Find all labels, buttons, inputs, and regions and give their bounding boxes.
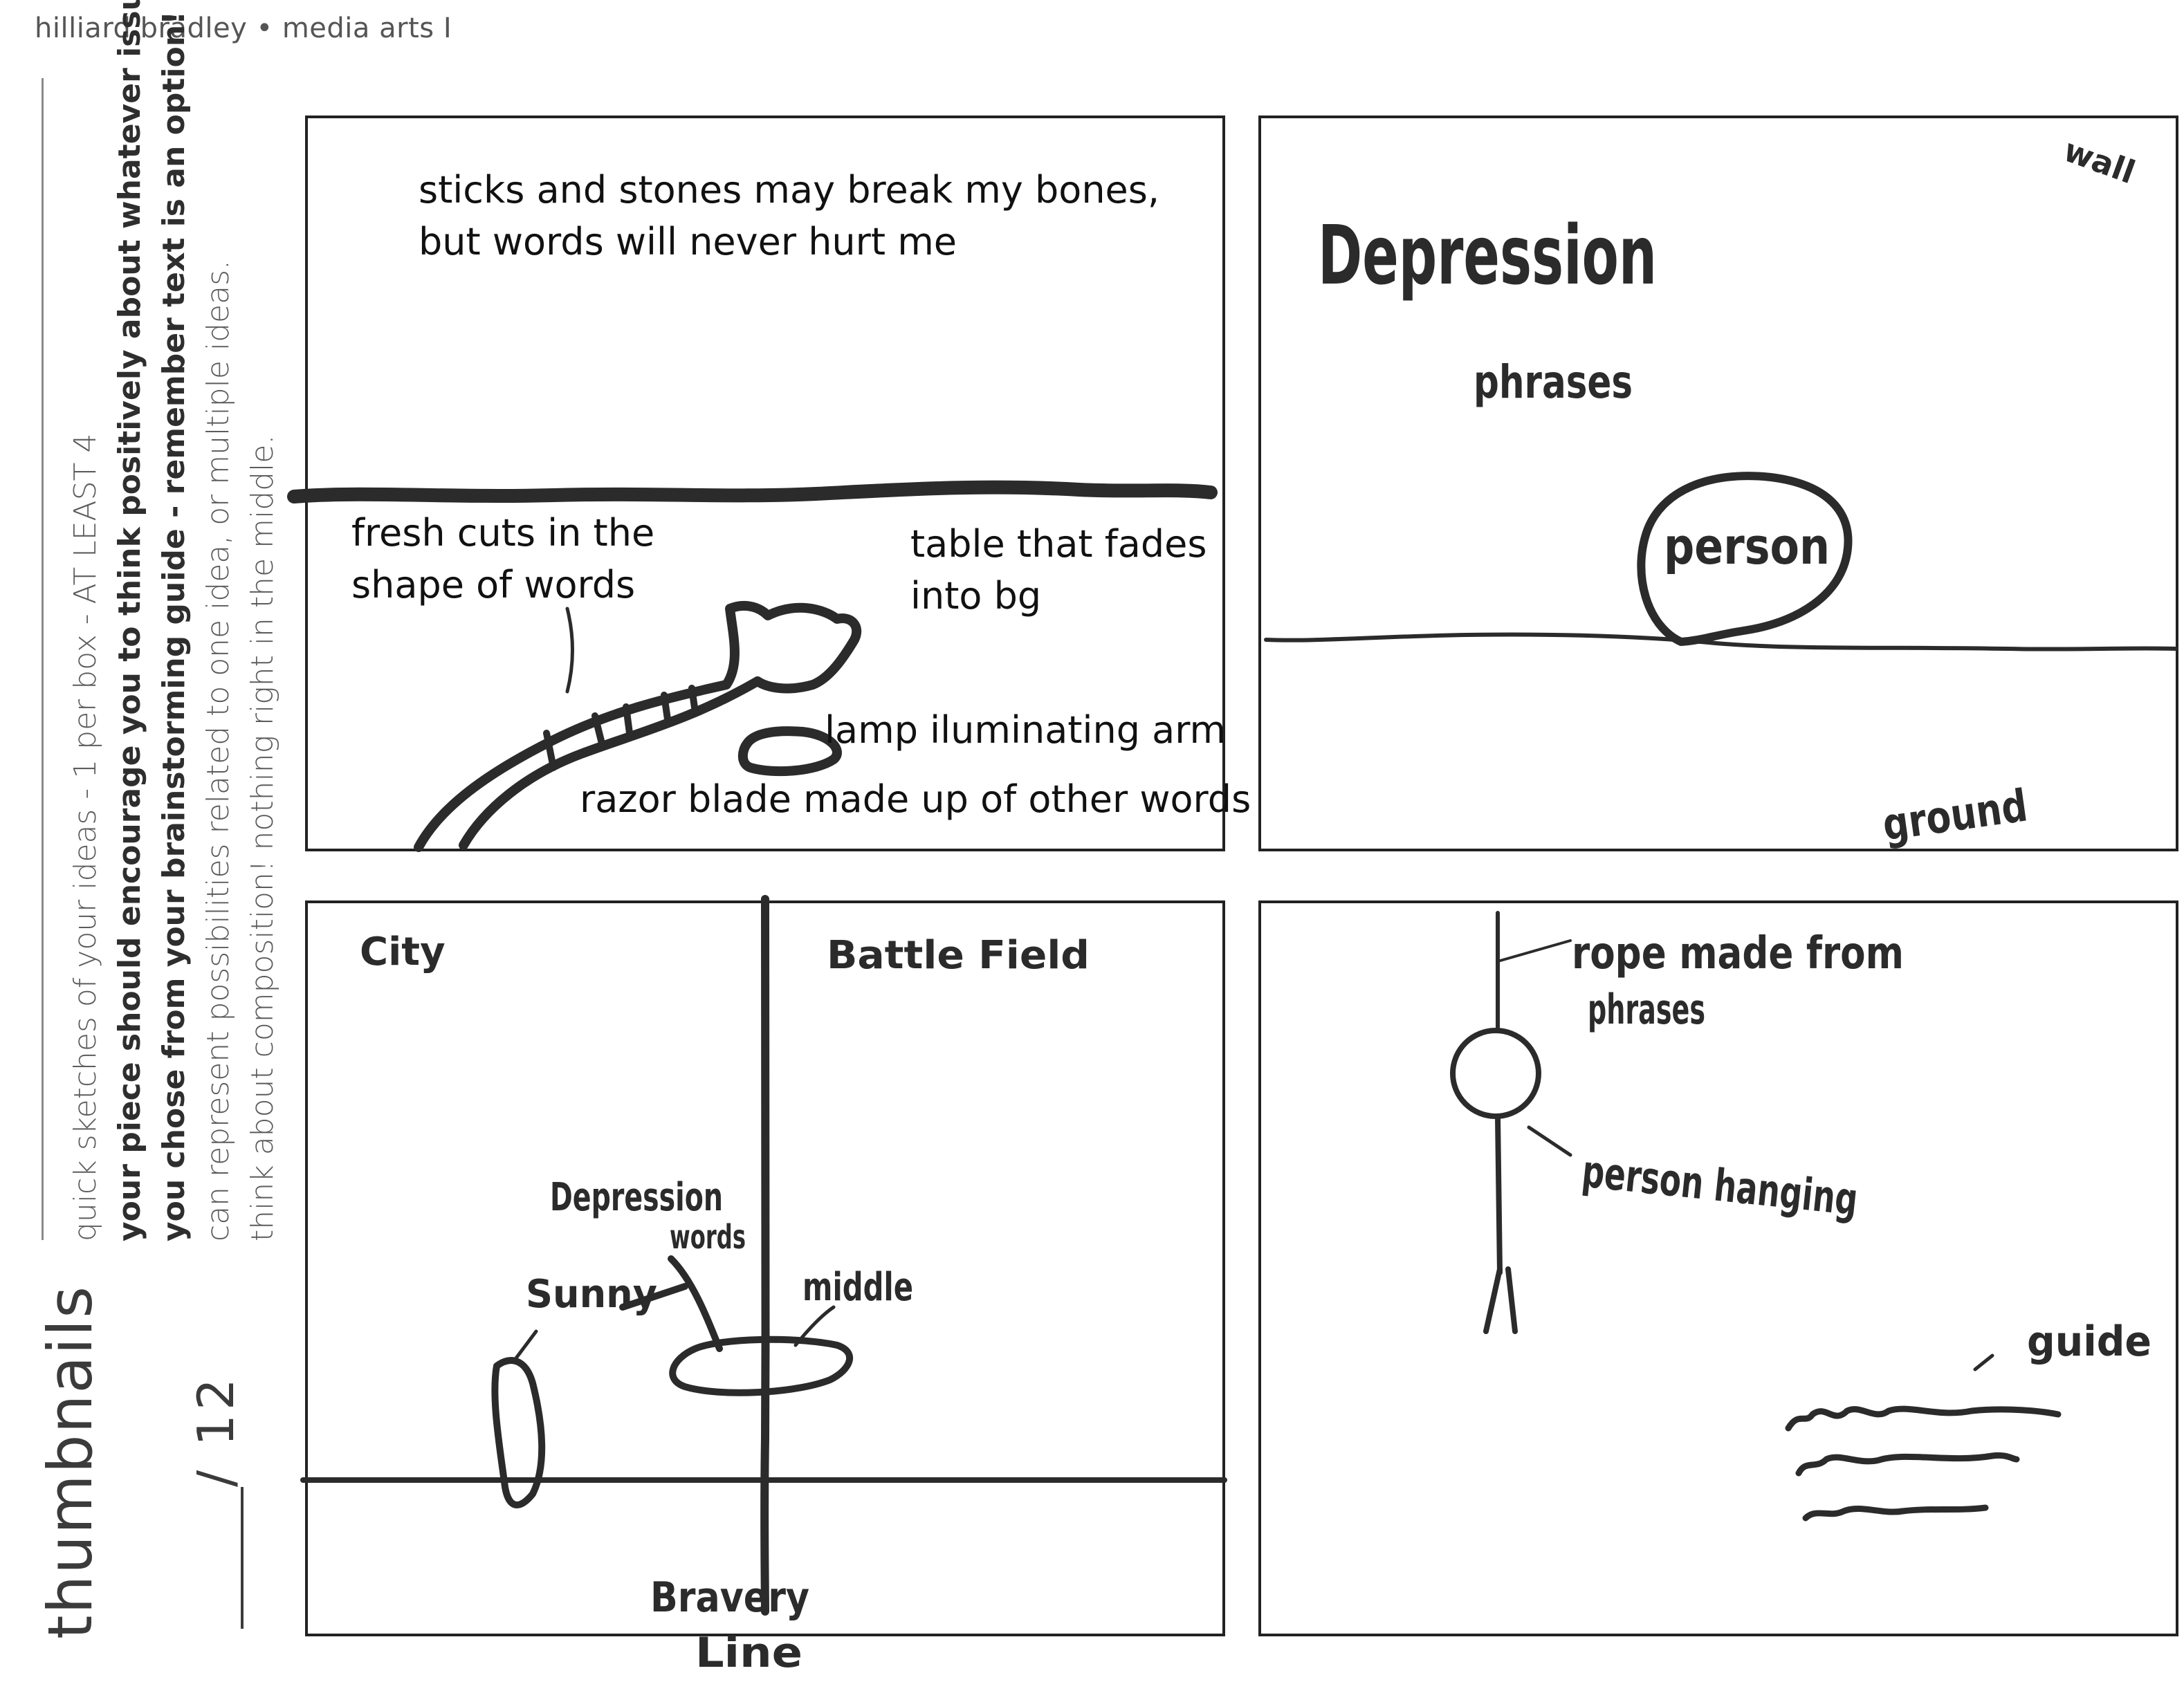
p1-quote-line-2: but words will never hurt me [419, 220, 957, 264]
rope-pointer [1496, 939, 1572, 963]
p2-depression-label: Depression [1318, 207, 1657, 303]
p3-bravery-label-2: Line [695, 1629, 802, 1677]
thumbnail-panel-4 [1258, 900, 2178, 1636]
person-body [1495, 1114, 1503, 1275]
p1-razor-label: razor blade made up of other words [580, 777, 1251, 821]
p1-cuts-line-1: fresh cuts in the [351, 511, 655, 555]
p3-city-label: City [360, 930, 446, 974]
p1-quote: sticks and stones may break my bones, bu… [419, 164, 1159, 268]
p1-cuts-line-2: shape of words [351, 563, 636, 607]
p3-words-label: words [670, 1218, 746, 1257]
person-legs [1483, 1266, 1518, 1334]
depression-pointer [668, 1255, 723, 1352]
ground-line [1264, 632, 2178, 651]
p3-sunny-label: Sunny [526, 1272, 657, 1317]
sidebar-divider [42, 78, 44, 1240]
p1-quote-line-1: sticks and stones may break my bones, [419, 168, 1160, 212]
p4-person-label: person hanging [1579, 1146, 1860, 1226]
p1-cuts-label: fresh cuts in the shape of words [351, 507, 654, 611]
p3-battle-label: Battle Field [827, 933, 1090, 978]
person-head [1450, 1028, 1541, 1119]
vertical-axis [760, 895, 770, 1616]
p4-guide-label: guide [2027, 1318, 2151, 1366]
guide-scribble-1 [1785, 1405, 2062, 1432]
p4-rope-label-2: phrases [1588, 986, 1705, 1034]
guide-scribble-3 [1802, 1504, 1989, 1522]
person-circle [1637, 472, 1853, 646]
score-blank-line [241, 1487, 244, 1629]
cuts-pointer [565, 607, 574, 694]
p2-person-label: person [1664, 517, 1830, 575]
p3-bravery-label-1: Bravery [650, 1573, 809, 1622]
p2-ground-label: ground [1880, 780, 2030, 851]
middle-pointer [793, 1305, 836, 1347]
arm-sketch-lower [459, 676, 762, 850]
p4-rope-label-1: rope made from [1572, 928, 1904, 979]
p2-wall-label: wall [2059, 131, 2140, 192]
p1-table-label: table that fades into bg [910, 518, 1207, 622]
razor-sketch [737, 726, 842, 777]
arm-sketch [414, 600, 862, 852]
p2-phrases-label: phrases [1474, 355, 1633, 409]
middle-ellipse [669, 1336, 854, 1396]
sunny-pointer [513, 1329, 538, 1361]
person-pointer [1527, 1125, 1572, 1157]
p1-lamp-label: lamp iluminating arm [825, 708, 1227, 752]
sunny-shape [491, 1357, 546, 1508]
table-line [287, 480, 1218, 503]
guide-pointer [1973, 1353, 1994, 1371]
p3-depression-label: Depression [550, 1175, 723, 1220]
p1-table-line-1: table that fades [910, 522, 1207, 566]
sunny-to-middle [619, 1283, 688, 1311]
p1-table-line-2: into bg [910, 574, 1042, 618]
guide-scribble-2 [1795, 1452, 2020, 1477]
p3-middle-label: middle [802, 1265, 913, 1310]
arm-cuts [543, 685, 699, 771]
thumbnail-panel-2 [1258, 115, 2178, 851]
page-header: hilliard bradley • media arts I [35, 12, 452, 44]
